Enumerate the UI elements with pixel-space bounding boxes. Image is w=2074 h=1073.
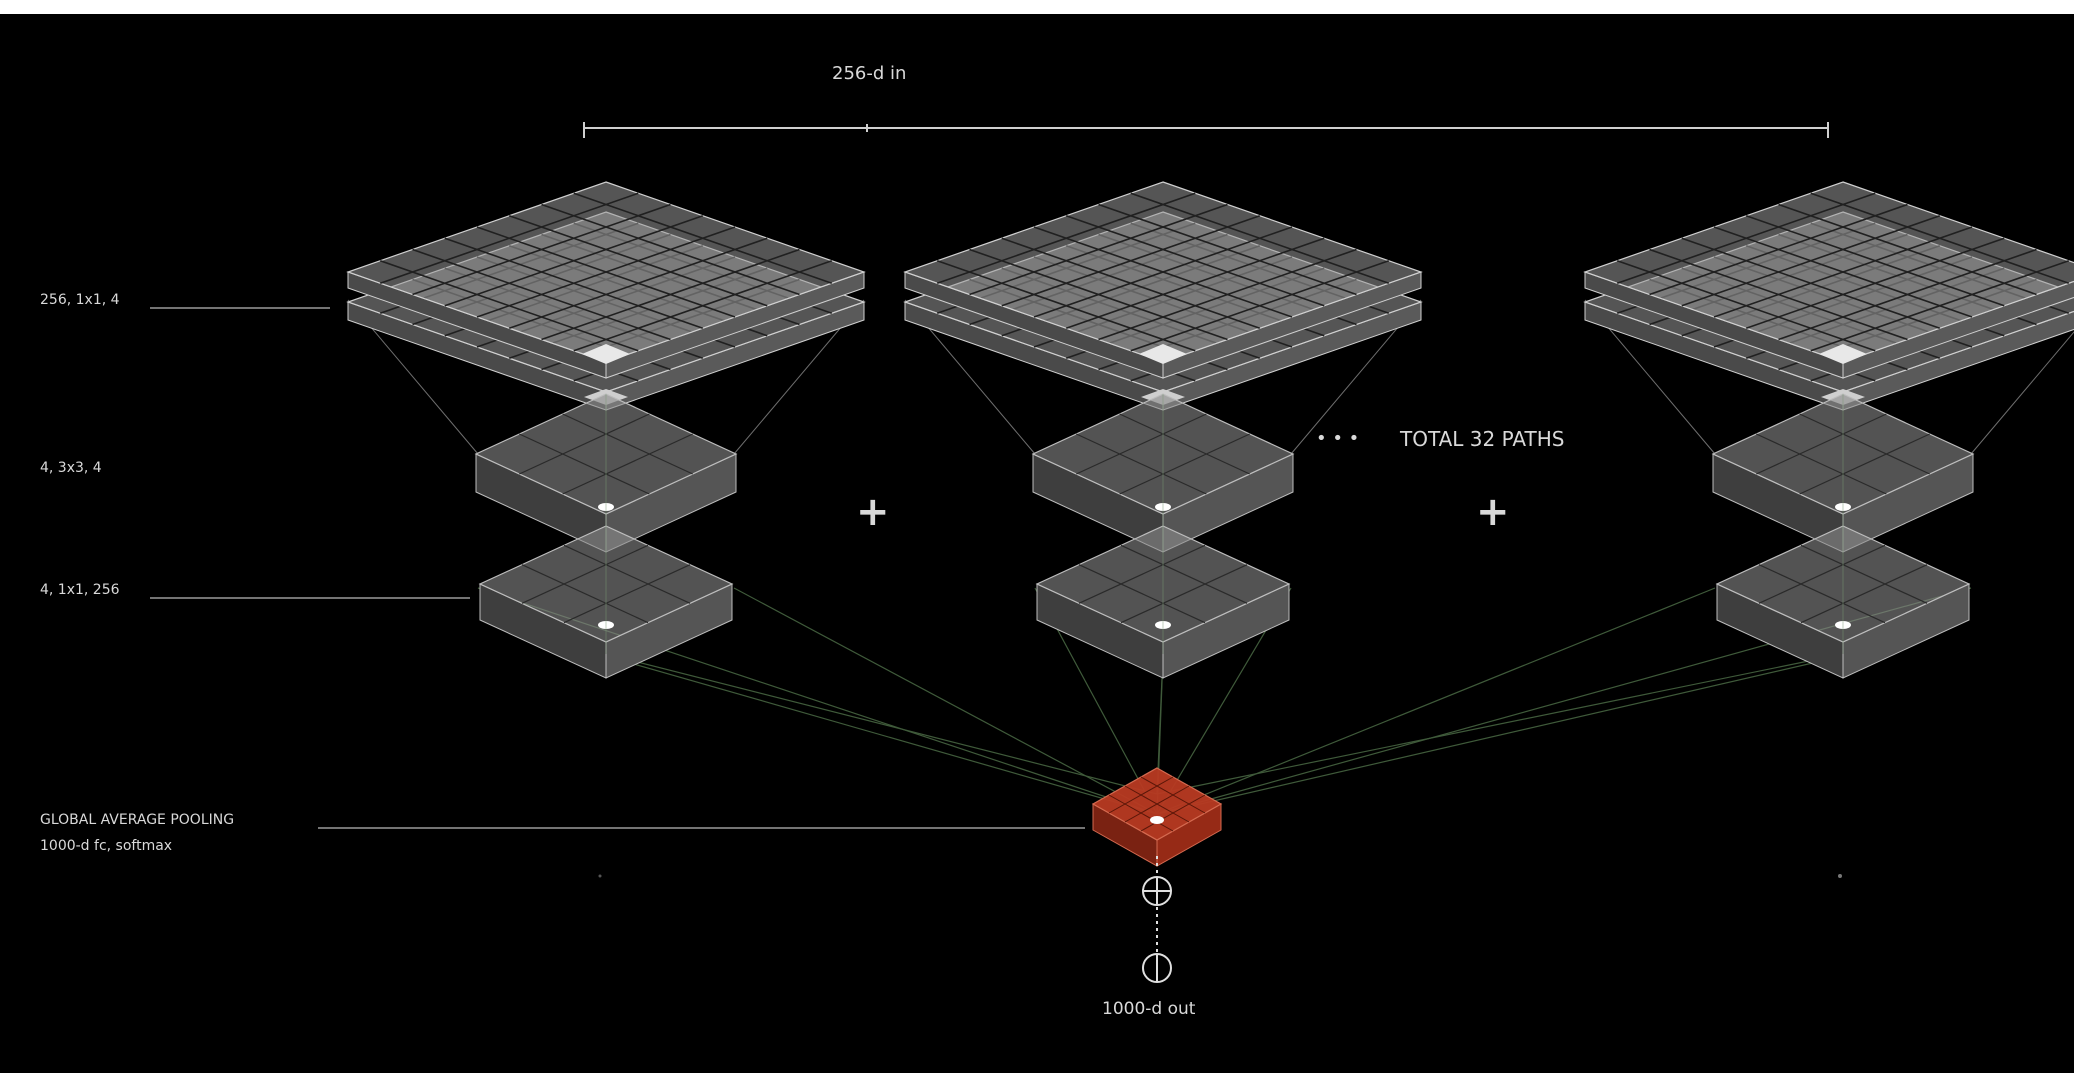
sum-icon [1142,876,1172,906]
pooling-label: GLOBAL AVERAGE POOLING [40,812,234,828]
total-paths-label: TOTAL 32 PATHS [1399,427,1564,451]
center-tile [1819,344,1867,364]
decorative-dot [598,874,602,878]
output-icon [1142,953,1172,983]
conv-label: 4, 3x3, 4 [40,460,102,476]
path-ellipsis: • • • [1316,428,1359,449]
fc-label: 1000-d fc, softmax [40,838,172,854]
layer-label-pooling: GLOBAL AVERAGE POOLING 1000-d fc, softma… [40,812,1085,854]
input-bracket [583,122,1829,138]
center-tile [1139,344,1187,364]
path-3 [1583,181,2074,679]
decorative-dot [1838,874,1842,878]
layer-label-reduce: 256, 1x1, 4 [40,292,330,309]
reduce-label: 256, 1x1, 4 [40,292,120,308]
expand-label: 4, 1x1, 256 [40,582,120,598]
path-blocks [346,181,2074,679]
output-label: 1000-d out [1102,999,1196,1019]
pooling-block [1091,767,1223,867]
reduce-slab-upper [346,181,866,379]
diagram-canvas: 256-d in 256, 1x1, 4 4, 3x3, 4 4, 1x1, 2… [0,14,2074,1073]
plus-sign-1: + [856,489,890,535]
input-label: 256-d in [832,63,906,84]
path-2 [903,181,1423,679]
conv-block [474,393,738,553]
layer-label-expand: 4, 1x1, 256 [40,582,470,599]
reduce-slab-upper [1583,181,2074,379]
layer-label-conv: 4, 3x3, 4 [40,460,102,476]
pooling-dot [1150,816,1164,824]
reduce-slab-upper [903,181,1423,379]
center-tile [582,344,630,364]
pooling-cube [1091,767,1223,867]
plus-sign-2: + [1476,489,1510,535]
path-1 [346,181,866,679]
resnext-diagram: 256-d in 256, 1x1, 4 4, 3x3, 4 4, 1x1, 2… [40,63,2074,1019]
